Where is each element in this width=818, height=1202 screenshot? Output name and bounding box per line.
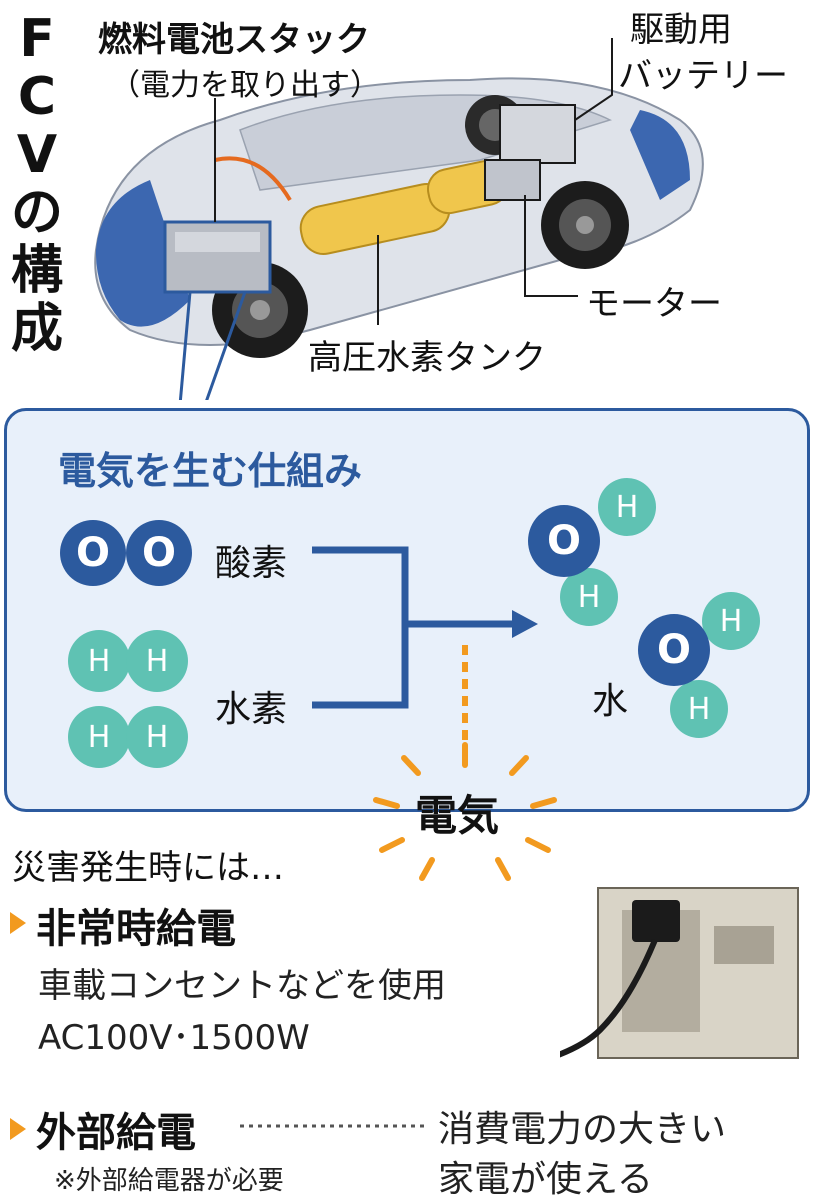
- hydrogen-atom: H: [126, 706, 188, 768]
- fuel-cell-stack-label: 燃料電池スタック: [98, 20, 370, 60]
- external-power-title: 外部給電: [36, 1110, 196, 1156]
- title-char: 構: [10, 241, 63, 301]
- hydrogen-atom: H: [68, 706, 130, 768]
- car-rear-blue: [630, 110, 690, 200]
- electricity-label: 電気: [415, 791, 500, 840]
- hydrogen-atom: H: [68, 630, 130, 692]
- fuel-cell-stack-sublabel: （電力を取り出す）: [110, 68, 380, 103]
- bullet-triangle-icon: [10, 912, 26, 934]
- oxygen-atom: O: [60, 520, 126, 586]
- dotted-leader: [240, 1124, 426, 1128]
- title-char: F: [19, 9, 55, 69]
- water-label: 水: [592, 681, 629, 722]
- rear-wheel: [541, 181, 629, 269]
- plug-icon: [632, 900, 680, 942]
- motor-label: モーター: [586, 284, 722, 324]
- drive-battery-label-line2: バッテリー: [618, 56, 788, 96]
- fcv-car-illustration: [94, 38, 704, 400]
- power-cord: [560, 938, 658, 1058]
- oxygen-atom: O: [126, 520, 192, 586]
- title-char: V: [16, 125, 58, 185]
- external-power-desc-line2: 家電が使える: [438, 1159, 653, 1200]
- hydrogen-atom: H: [126, 630, 188, 692]
- hydrogen-atom: H: [670, 680, 728, 738]
- title-char: C: [17, 67, 57, 127]
- emergency-power-line1: 車載コンセントなどを使用: [38, 966, 446, 1006]
- title-char: の: [10, 183, 63, 243]
- drive-battery-icon: [499, 104, 576, 164]
- hydrogen-label: 水素: [215, 689, 288, 730]
- external-power-desc-line1: 消費電力の大きい: [438, 1109, 727, 1150]
- reaction-arrowhead: [512, 610, 538, 638]
- hydrogen-tank-label: 高圧水素タンク: [308, 338, 546, 378]
- oxygen-atom: O: [528, 505, 600, 577]
- drive-battery-label-line1: 駆動用: [630, 10, 732, 50]
- external-power-note: ※外部給電器が必要: [54, 1166, 284, 1196]
- emergency-power-line2: AC100V･1500W: [38, 1018, 310, 1058]
- oxygen-atom: O: [638, 614, 710, 686]
- oxygen-label: 酸素: [215, 543, 288, 584]
- figure-title: F C V の 構 成: [8, 10, 66, 358]
- fuel-cell-stack-icon: [163, 220, 272, 294]
- hydrogen-atom: H: [702, 592, 760, 650]
- hydrogen-atom: H: [560, 568, 618, 626]
- hydrogen-atom: H: [598, 478, 656, 536]
- power-outlet-icon: [560, 887, 799, 1059]
- disaster-heading: 災害発生時には…: [12, 848, 284, 888]
- spark-icon: [373, 742, 557, 881]
- bullet-triangle-icon: [10, 1118, 26, 1140]
- mechanism-title: 電気を生む仕組み: [58, 449, 363, 493]
- title-char: 成: [10, 299, 63, 359]
- motor-icon: [484, 159, 541, 201]
- emergency-power-title: 非常時給電: [36, 906, 236, 952]
